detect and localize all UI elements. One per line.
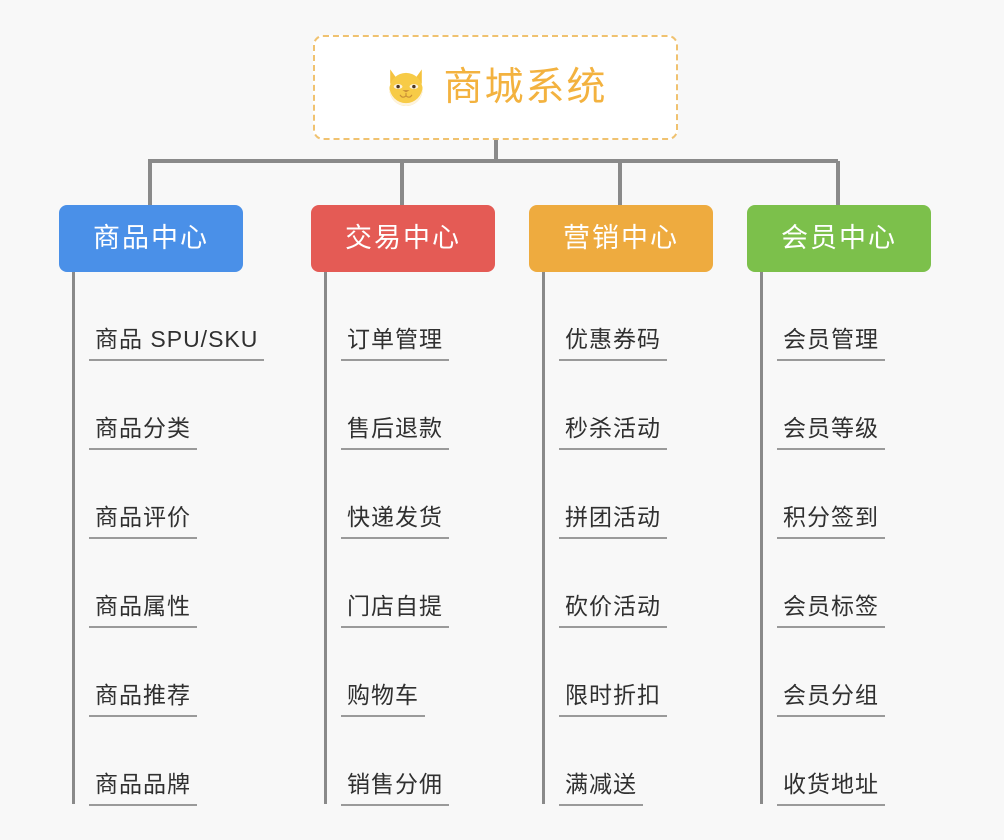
- connector-trunk: [494, 140, 498, 162]
- list-item-label: 收货地址: [777, 771, 885, 806]
- list-item-label: 商品属性: [89, 593, 197, 628]
- list-item-label: 商品评价: [89, 504, 197, 539]
- category-label: 商品中心: [93, 223, 209, 253]
- item-list-trade-center: 订单管理售后退款快递发货门店自提购物车销售分佣: [311, 272, 531, 806]
- connector-spine: [542, 272, 545, 804]
- connector-spine: [760, 272, 763, 804]
- connector-drop-product-center: [148, 161, 152, 205]
- list-item-label: 会员分组: [777, 682, 885, 717]
- list-item[interactable]: 售后退款: [311, 361, 531, 450]
- list-item-label: 限时折扣: [559, 682, 667, 717]
- connector-spine: [324, 272, 327, 804]
- list-item[interactable]: 购物车: [311, 628, 531, 717]
- category-label: 营销中心: [563, 223, 679, 253]
- list-item[interactable]: 会员管理: [747, 272, 967, 361]
- list-item[interactable]: 拼团活动: [529, 450, 749, 539]
- list-item-label: 商品分类: [89, 415, 197, 450]
- list-item[interactable]: 满减送: [529, 717, 749, 806]
- connector-drop-trade-center: [400, 161, 404, 205]
- list-item[interactable]: 门店自提: [311, 539, 531, 628]
- list-item[interactable]: 优惠券码: [529, 272, 749, 361]
- list-item[interactable]: 积分签到: [747, 450, 967, 539]
- list-item[interactable]: 收货地址: [747, 717, 967, 806]
- branch-marketing-center: 营销中心优惠券码秒杀活动拼团活动砍价活动限时折扣满减送: [529, 205, 749, 806]
- list-item[interactable]: 会员等级: [747, 361, 967, 450]
- list-item[interactable]: 商品评价: [59, 450, 309, 539]
- list-item-label: 砍价活动: [559, 593, 667, 628]
- list-item-label: 满减送: [559, 771, 643, 806]
- list-item-label: 商品 SPU/SKU: [89, 326, 265, 361]
- list-item-label: 销售分佣: [341, 771, 449, 806]
- category-box-trade-center[interactable]: 交易中心: [311, 205, 495, 272]
- connector-bus: [148, 159, 838, 163]
- root-node-mall-system[interactable]: 商城系统: [313, 35, 678, 140]
- list-item[interactable]: 商品 SPU/SKU: [59, 272, 309, 361]
- list-item-label: 优惠券码: [559, 326, 667, 361]
- list-item-label: 拼团活动: [559, 504, 667, 539]
- category-box-marketing-center[interactable]: 营销中心: [529, 205, 713, 272]
- list-item-label: 积分签到: [777, 504, 885, 539]
- list-item[interactable]: 销售分佣: [311, 717, 531, 806]
- list-item-label: 会员管理: [777, 326, 885, 361]
- list-item[interactable]: 商品品牌: [59, 717, 309, 806]
- list-item-label: 订单管理: [341, 326, 449, 361]
- category-label: 会员中心: [781, 223, 897, 253]
- list-item[interactable]: 会员分组: [747, 628, 967, 717]
- item-list-marketing-center: 优惠券码秒杀活动拼团活动砍价活动限时折扣满减送: [529, 272, 749, 806]
- connector-spine: [72, 272, 75, 804]
- list-item[interactable]: 订单管理: [311, 272, 531, 361]
- category-label: 交易中心: [345, 223, 461, 253]
- category-box-member-center[interactable]: 会员中心: [747, 205, 931, 272]
- list-item-label: 秒杀活动: [559, 415, 667, 450]
- branch-product-center: 商品中心商品 SPU/SKU 商品分类商品评价商品属性商品推荐商品品牌: [59, 205, 309, 806]
- branch-trade-center: 交易中心订单管理售后退款快递发货门店自提购物车销售分佣: [311, 205, 531, 806]
- root-title: 商城系统: [443, 66, 608, 109]
- list-item[interactable]: 秒杀活动: [529, 361, 749, 450]
- list-item[interactable]: 会员标签: [747, 539, 967, 628]
- connector-drop-marketing-center: [618, 161, 622, 205]
- branch-member-center: 会员中心会员管理会员等级积分签到会员标签会员分组收货地址: [747, 205, 967, 806]
- connector-drop-member-center: [836, 161, 840, 205]
- category-box-product-center[interactable]: 商品中心: [59, 205, 243, 272]
- list-item[interactable]: 商品分类: [59, 361, 309, 450]
- list-item-label: 售后退款: [341, 415, 449, 450]
- list-item-label: 会员标签: [777, 593, 885, 628]
- shiba-dog-icon: [389, 68, 424, 106]
- item-list-product-center: 商品 SPU/SKU 商品分类商品评价商品属性商品推荐商品品牌: [59, 272, 309, 806]
- list-item-label: 商品品牌: [89, 771, 197, 806]
- list-item[interactable]: 商品属性: [59, 539, 309, 628]
- list-item-label: 会员等级: [777, 415, 885, 450]
- item-list-member-center: 会员管理会员等级积分签到会员标签会员分组收货地址: [747, 272, 967, 806]
- list-item-label: 购物车: [341, 682, 425, 717]
- list-item[interactable]: 砍价活动: [529, 539, 749, 628]
- list-item[interactable]: 快递发货: [311, 450, 531, 539]
- list-item-label: 商品推荐: [89, 682, 197, 717]
- list-item-label: 快递发货: [341, 504, 449, 539]
- list-item[interactable]: 商品推荐: [59, 628, 309, 717]
- list-item[interactable]: 限时折扣: [529, 628, 749, 717]
- list-item-label: 门店自提: [341, 593, 449, 628]
